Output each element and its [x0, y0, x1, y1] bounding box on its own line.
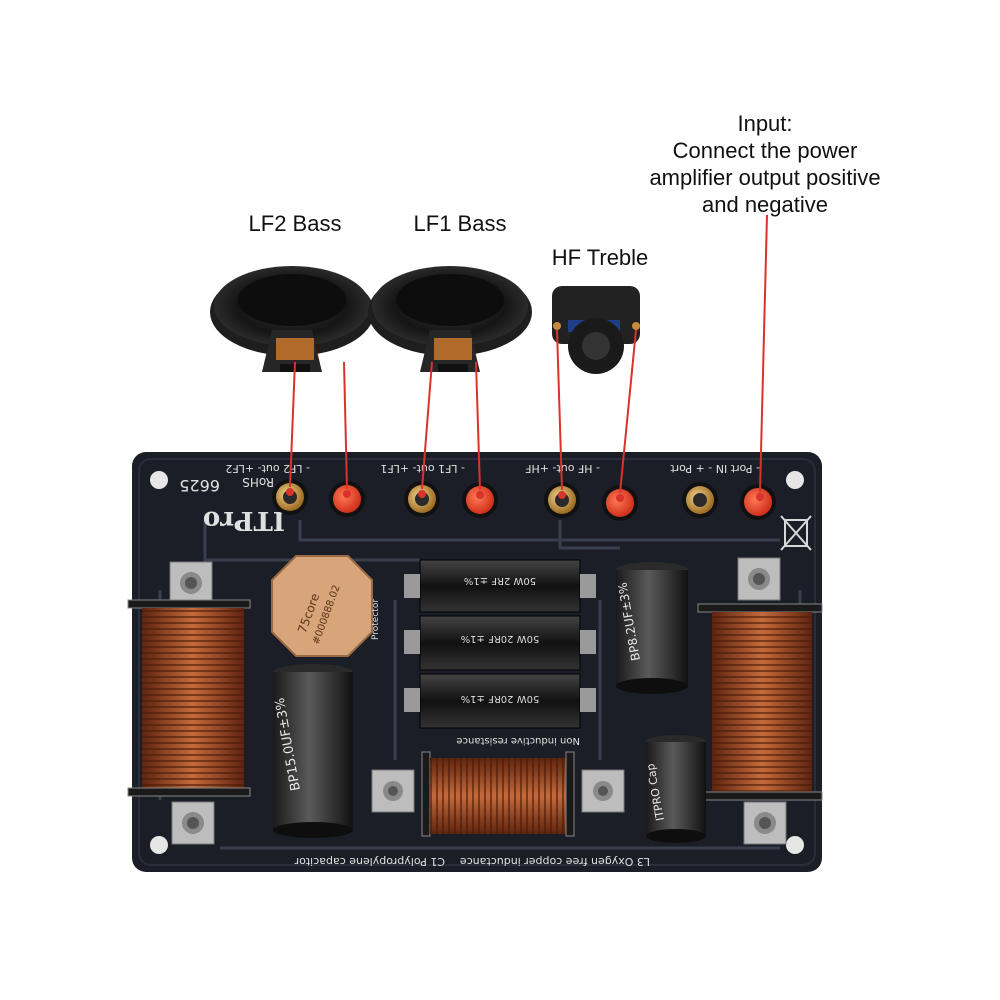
inductor-l1 — [697, 557, 823, 845]
terminal-label-hf: - HF out- +HF — [525, 462, 600, 475]
silk-nonind: Non inductive resistance — [456, 735, 580, 746]
resistor-r3-label: 50W 20RF ±1% — [461, 693, 540, 704]
leader-dot — [418, 490, 426, 498]
leader-dot — [343, 490, 351, 498]
input-label-line-3: amplifier output positive — [649, 165, 881, 190]
mount-hole — [150, 471, 168, 489]
terminal-hf-neg — [544, 482, 580, 518]
leader-input — [759, 214, 768, 493]
terminal-in-neg — [682, 482, 718, 518]
mount-hole — [786, 471, 804, 489]
resistor-r1: 50W 2RF ±1% — [404, 559, 596, 613]
leader-dot — [558, 491, 566, 499]
input-label-line-4: and negative — [702, 192, 828, 217]
leader-hf-neg — [556, 329, 563, 491]
inductor-l2 — [127, 561, 251, 845]
capacitor-c1: BP15.0UF±3% — [273, 664, 353, 838]
leader-lf1-pos — [475, 361, 481, 491]
mount-hole — [150, 836, 168, 854]
resistor-r3: 50W 20RF ±1% — [404, 673, 596, 729]
leader-dot — [756, 493, 764, 501]
inductor-l3 — [371, 751, 625, 837]
silk-l3: L3 Oxygen free copper inductance — [460, 855, 650, 868]
terminal-hf-pos — [602, 485, 638, 521]
terminal-label-port: - Port IN - + Port — [670, 462, 760, 475]
terminal-label-lf2: - LF2 out- +LF2 — [225, 462, 310, 475]
leader-lf2-pos — [343, 361, 348, 490]
terminal-in-pos — [740, 484, 776, 520]
leader-dot — [616, 494, 624, 502]
hf-treble-label: HF Treble — [551, 245, 649, 270]
lf1-woofer-image — [368, 266, 532, 372]
hf-tweeter-image — [552, 286, 640, 374]
leader-dot — [476, 491, 484, 499]
input-label: Input: Connect the power amplifier outpu… — [615, 110, 915, 218]
input-label-line-1: Input: — [737, 111, 793, 136]
silk-c1: C1 Polypropylene capacitor — [294, 855, 445, 868]
input-label-line-2: Connect the power — [672, 138, 858, 163]
weee-bin-icon — [780, 515, 812, 551]
protector-chip: 75core #000888.02 Protector — [271, 555, 381, 657]
leader-dot — [286, 488, 294, 496]
model-text: 6625 — [179, 476, 220, 495]
resistor-r2: 50W 20RF ±1% — [404, 615, 596, 671]
lf1-bass-label: LF1 Bass — [413, 211, 507, 236]
leader-lines — [289, 214, 768, 494]
mount-hole — [786, 836, 804, 854]
rohs-text: RoHS — [242, 475, 274, 489]
lf2-woofer-image — [210, 266, 374, 372]
resistor-r1-label: 50W 2RF ±1% — [464, 575, 536, 586]
capacitor-c3: BP8.2UF±3% — [615, 562, 688, 694]
protector-label: Protector — [371, 599, 381, 640]
resistor-r2-label: 50W 20RF ±1% — [461, 633, 540, 644]
lf2-bass-label: LF2 Bass — [248, 211, 342, 236]
capacitor-c2: ITPRO Cap — [644, 735, 706, 843]
terminal-lf2-pos — [329, 481, 365, 517]
terminal-lf1-pos — [462, 482, 498, 518]
terminal-row — [272, 479, 776, 521]
leader-hf-pos — [619, 329, 637, 494]
brand-logo: ITPro — [203, 505, 285, 535]
leader-lf2-neg — [289, 361, 296, 488]
leader-lf1-neg — [421, 361, 433, 490]
